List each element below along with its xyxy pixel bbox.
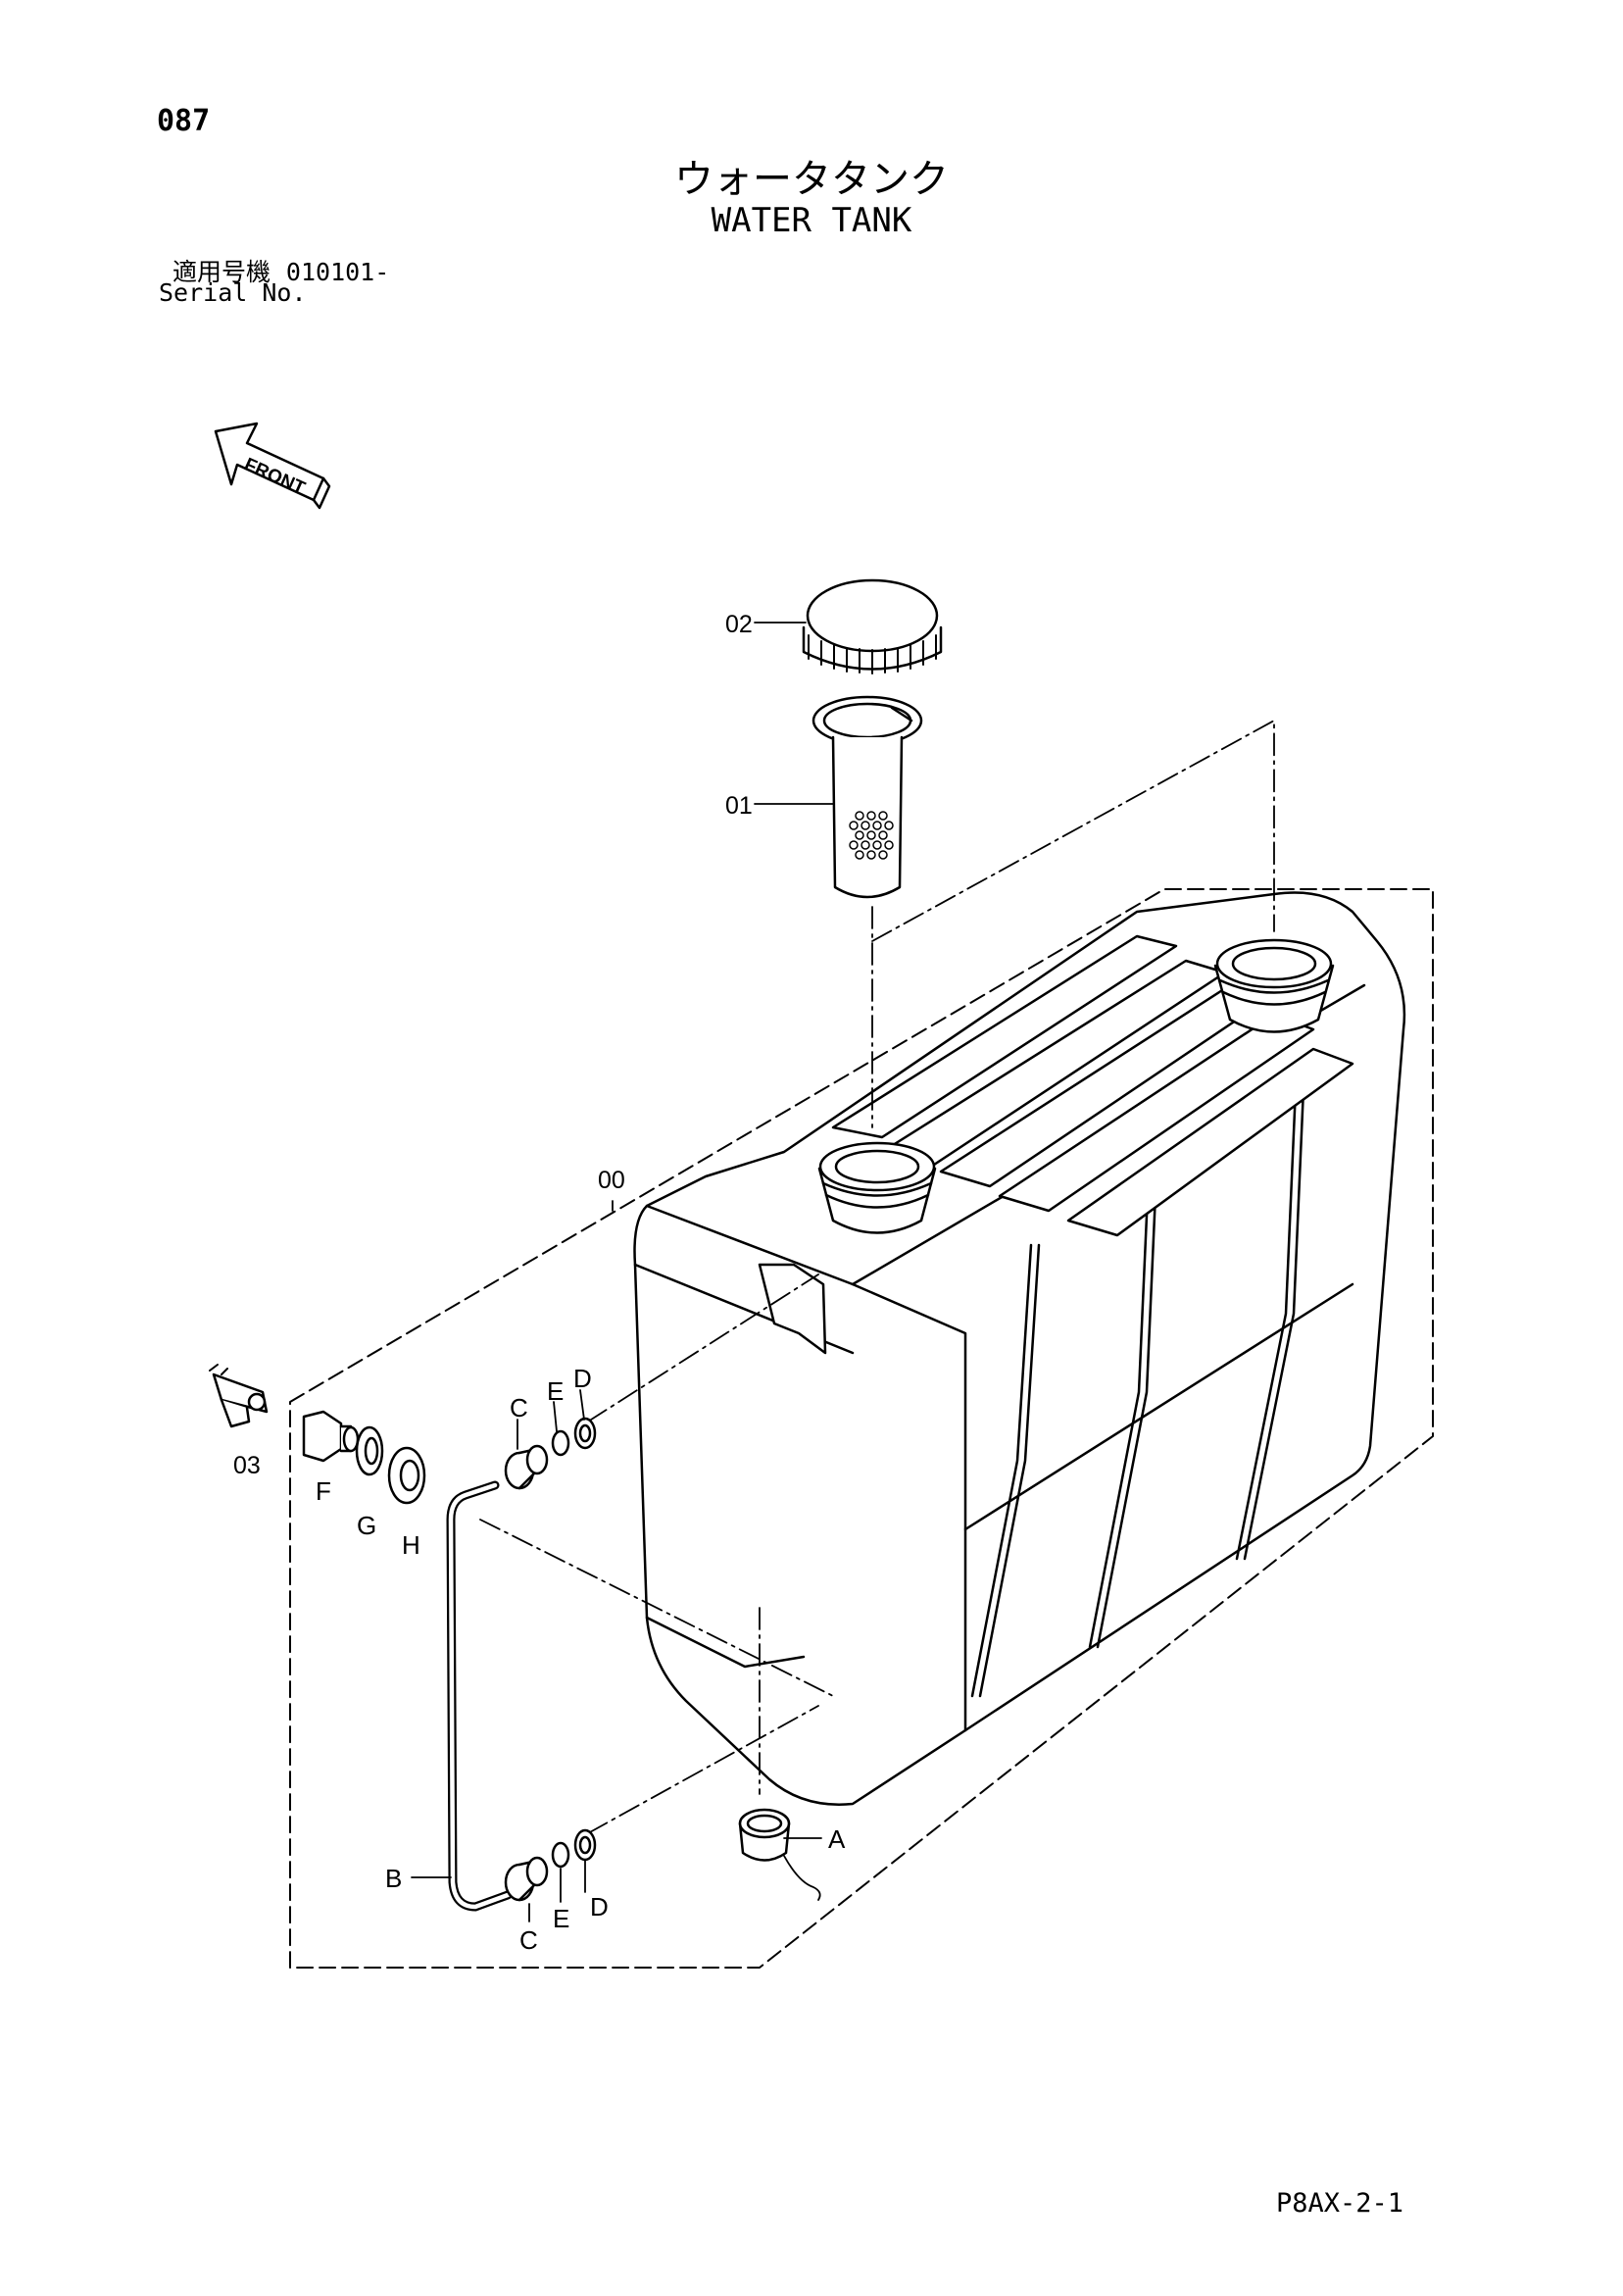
tank-neck-rear — [1213, 938, 1335, 1033]
part-labels: 02 01 00 03 F G H C E D B A C E D — [233, 611, 846, 1955]
assembly-guide-lines — [479, 720, 1275, 1834]
leader-lines — [411, 622, 834, 1922]
title-english: WATER TANK — [711, 201, 912, 240]
tank-neck-front — [817, 1141, 937, 1234]
fill-cap — [802, 578, 943, 674]
elbow-fitting — [302, 1410, 360, 1463]
label-h: H — [402, 1530, 420, 1560]
washer-g — [355, 1425, 384, 1476]
label-00: 00 — [598, 1167, 625, 1194]
label-d-upper: D — [573, 1364, 592, 1393]
assembly-boundary — [289, 888, 1434, 1969]
label-c-lower: C — [519, 1925, 538, 1955]
footer-code: P8AX-2-1 — [1275, 2188, 1403, 2219]
drain-cock — [209, 1364, 269, 1428]
label-02: 02 — [725, 611, 753, 638]
serial-label-japanese: 適用号機 010101- — [172, 253, 389, 288]
label-d-lower: D — [590, 1892, 609, 1922]
label-a: A — [828, 1824, 846, 1854]
serial-range: 010101- — [285, 258, 390, 286]
hose — [446, 1480, 513, 1912]
label-f: F — [316, 1476, 331, 1506]
title-japanese: ウォータタンク — [674, 157, 949, 202]
grommet-h — [387, 1446, 426, 1505]
strainer-mesh — [849, 811, 894, 860]
label-e-upper: E — [547, 1376, 564, 1406]
connector-upper — [504, 1417, 597, 1490]
label-b: B — [385, 1864, 402, 1893]
strainer — [812, 695, 923, 899]
connector-lower — [504, 1828, 597, 1902]
label-g: G — [357, 1511, 376, 1540]
serial-label-jp: 適用号機 — [172, 258, 271, 286]
label-03: 03 — [233, 1452, 261, 1479]
label-01: 01 — [725, 792, 753, 820]
label-e-lower: E — [553, 1904, 569, 1933]
drain-cap — [738, 1808, 821, 1901]
serial-label-english: Serial No. — [159, 278, 307, 307]
page-number: 087 — [157, 104, 211, 138]
front-arrow-icon: FRONT — [214, 422, 331, 510]
label-c-upper: C — [510, 1393, 528, 1423]
